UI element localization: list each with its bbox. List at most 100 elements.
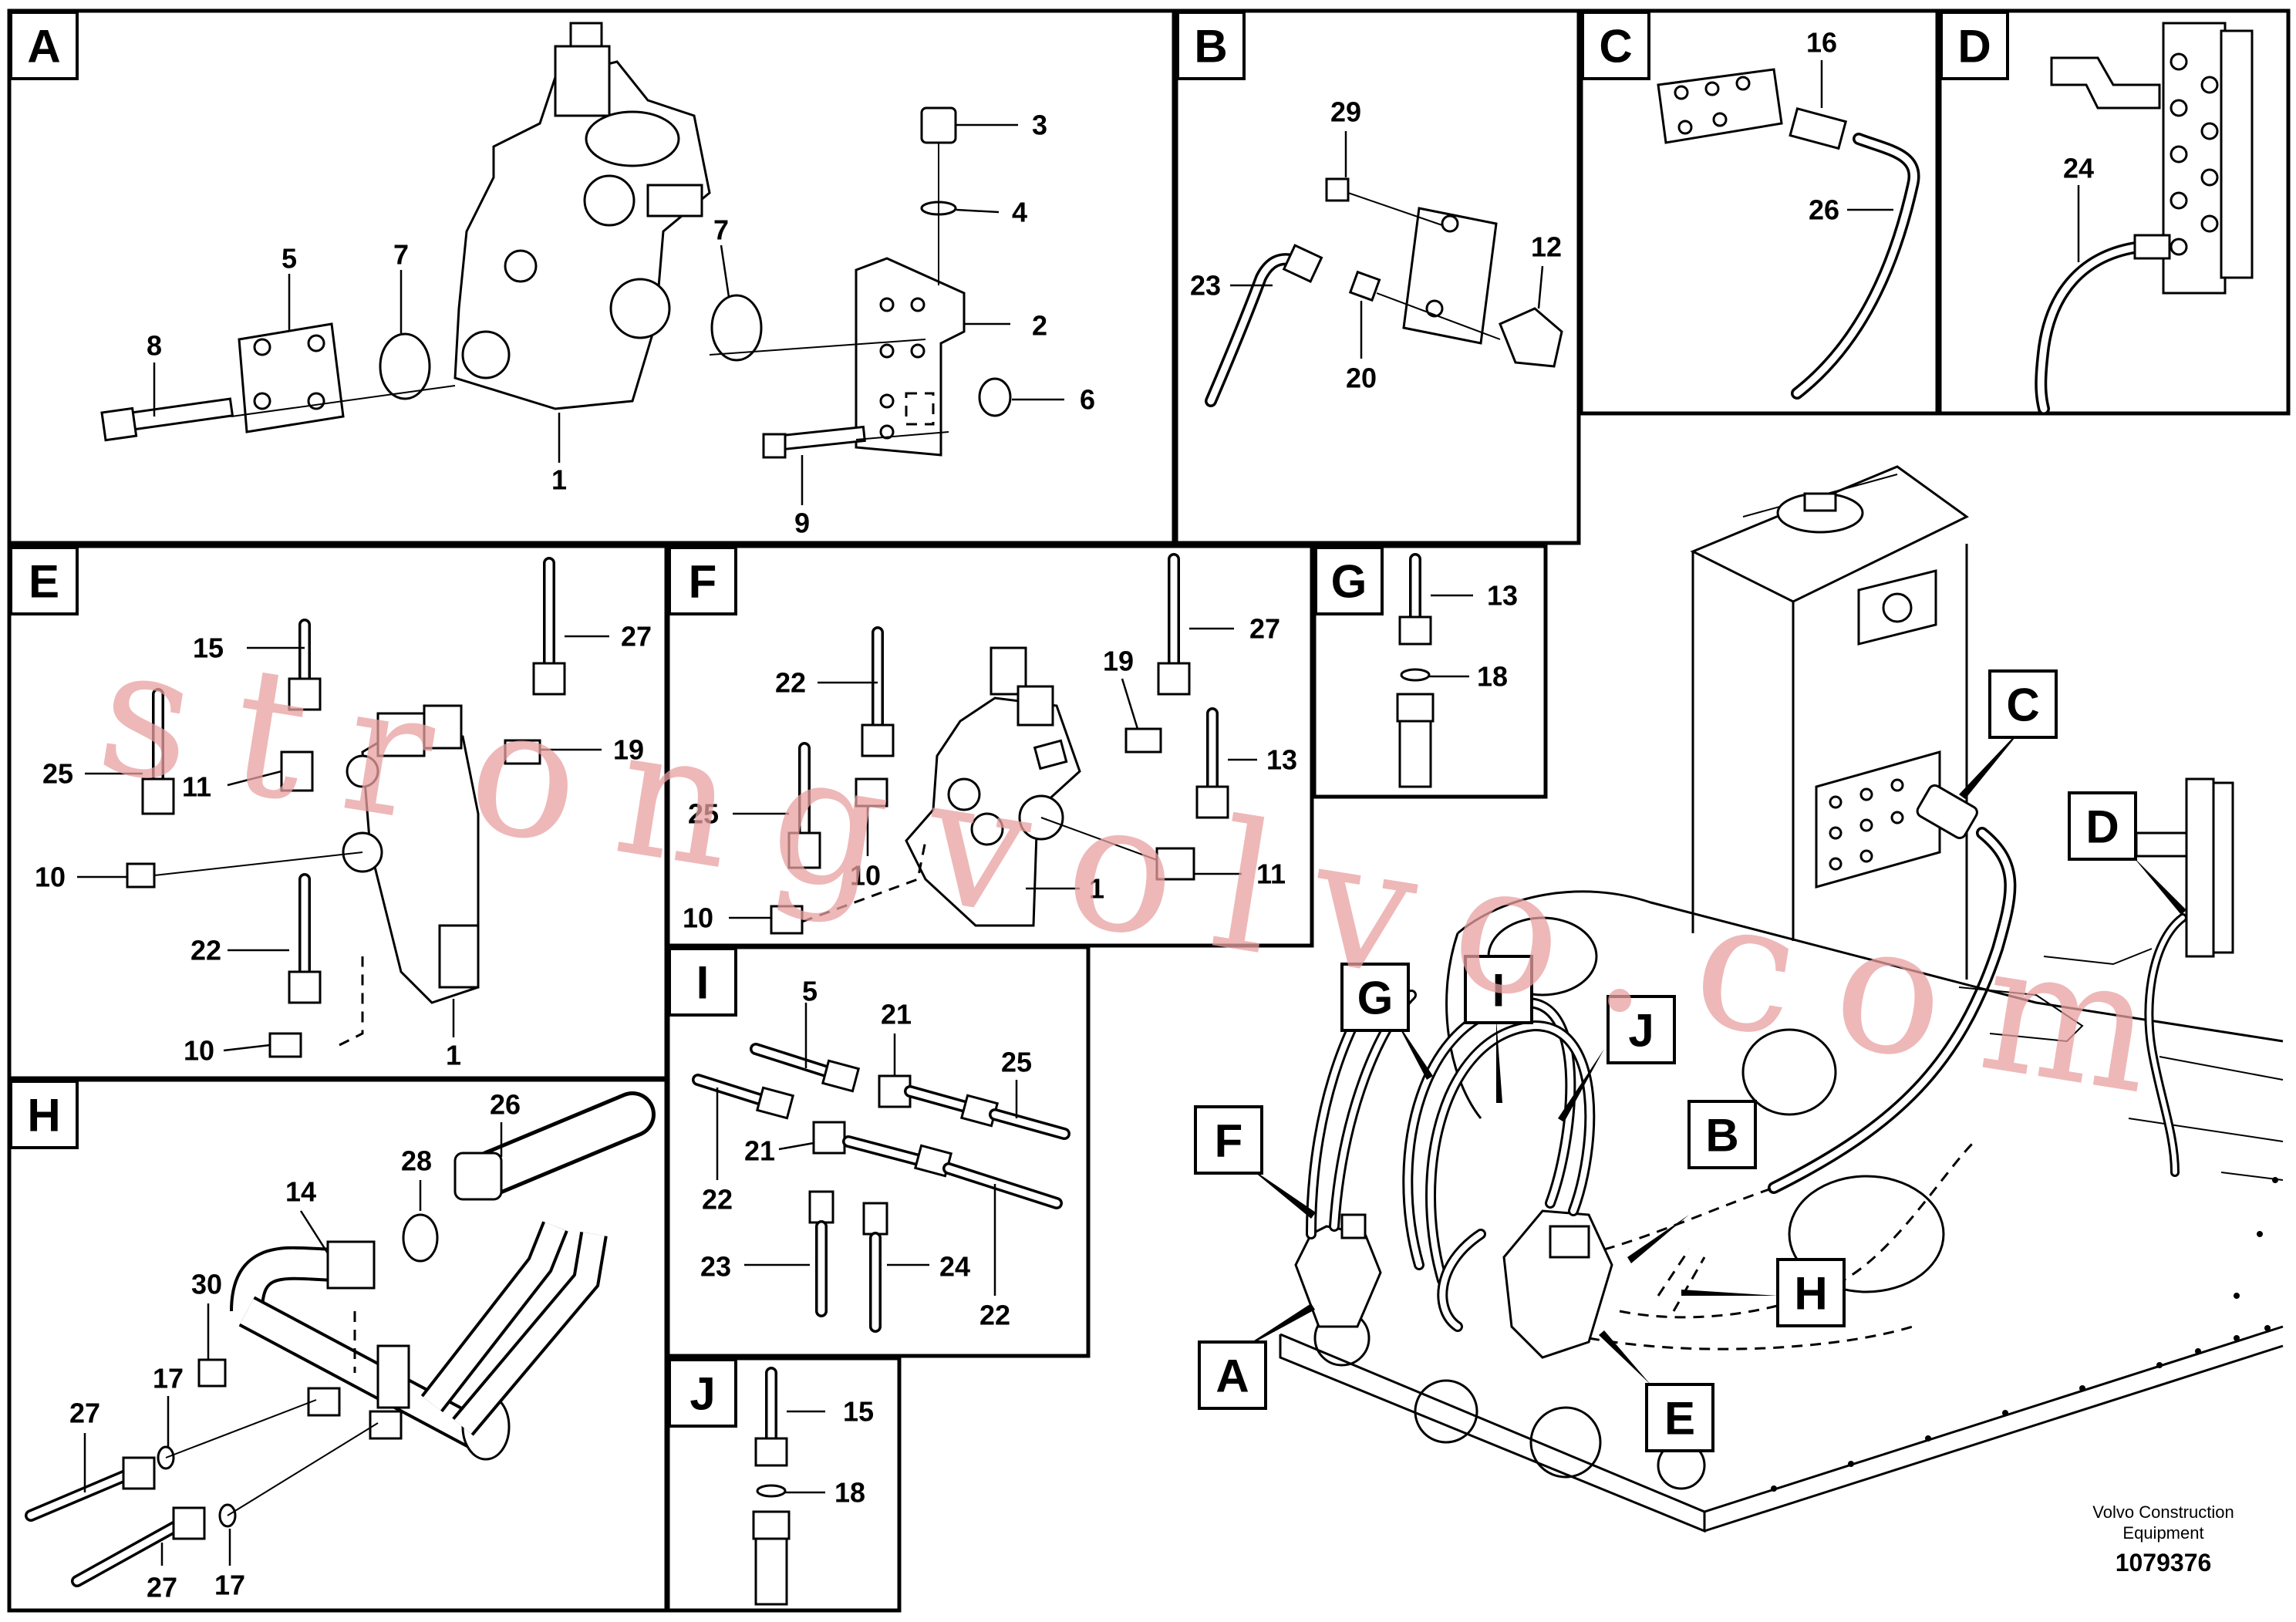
leader-j [1558,1049,1604,1122]
svg-text:I: I [696,957,710,1009]
svg-text:H: H [1794,1268,1827,1320]
callout-i-22-left: 22 [702,1184,733,1216]
valve-bolt-head [504,249,538,283]
fitting-13-g [1398,615,1432,646]
fitting-22-f [861,723,895,757]
callout-j-15: 15 [843,1396,874,1428]
o-ring-6 [978,377,1012,417]
elbow-10-upper [126,862,156,889]
callout-f-13: 13 [1266,744,1297,776]
svg-text:F: F [1215,1115,1243,1167]
callout-a-9: 9 [794,508,810,539]
panel-tag-d: D [1940,11,2009,80]
leader-e [1599,1330,1650,1384]
callout-d-24: 24 [2063,153,2094,184]
callout-b-20: 20 [1346,363,1377,394]
mounting-plate [1815,750,1941,889]
valve-port-right [609,278,671,339]
company-name-line2: Equipment [2122,1523,2203,1543]
frame-rivets [1771,1177,2278,1492]
overview-tag-a: A [1198,1340,1267,1410]
callout-b-23: 23 [1190,270,1221,302]
o-ring-7-right [710,294,763,362]
valve-port-upper [583,174,636,227]
callout-j-18: 18 [834,1477,865,1509]
cover-plate-5 [238,322,345,433]
o-ring-18-j [756,1484,787,1498]
callout-g-13: 13 [1487,580,1518,612]
fitting-27-h-b [172,1506,206,1540]
plug-3 [920,106,957,144]
tee-21-lower [812,1121,846,1155]
bracket-d [2050,56,2161,110]
leader-g [1394,1018,1433,1080]
overview-tag-c: C [1988,669,2058,739]
svg-text:A: A [27,21,60,73]
svg-text:J: J [1628,1005,1654,1057]
callout-i-23: 23 [700,1251,731,1283]
svg-text:D: D [1957,21,1991,73]
elbow-19 [504,739,541,765]
panel-b-drawing: 29 12 23 20 [1190,96,1563,407]
panel-j-drawing: 15 18 [752,1367,874,1606]
fitting-24-i [862,1202,888,1236]
overview-tag-h: H [1776,1258,1846,1327]
panel-h-drawing: 28 26 14 30 17 27 27 17 [25,1089,656,1603]
callout-h-27-a: 27 [69,1398,100,1429]
callout-a-5: 5 [282,243,297,275]
callout-f-19: 19 [1103,646,1134,677]
callout-h-27-b: 27 [147,1572,177,1603]
callout-e-27: 27 [621,621,652,653]
callout-f-10-lower: 10 [683,902,713,934]
valve-top-cap [554,45,611,117]
elbow-19-f [1124,727,1162,754]
callout-h-30: 30 [191,1269,222,1300]
panel-c-drawing: 16 26 [1657,27,1920,400]
panel-tag-c: C [1581,11,1650,80]
svg-text:H: H [27,1090,60,1141]
panel-tag-j: J [668,1358,737,1428]
callout-b-12: 12 [1531,231,1562,263]
o-ring-28 [402,1213,439,1263]
union-12 [1499,307,1563,368]
leader-i [1496,1018,1502,1103]
panel-tag-h: H [9,1080,79,1149]
callout-a-2: 2 [1032,310,1047,342]
nut-20 [1348,270,1381,302]
overview-tag-e: E [1645,1383,1714,1452]
panel-b-frame [1174,8,1581,545]
panel-tag-b: B [1176,11,1246,80]
fitting-13-f [1195,785,1229,819]
fitting-25-f [787,831,821,869]
leader-h [1681,1290,1778,1296]
callout-a-3: 3 [1032,110,1047,141]
callout-f-1: 1 [1089,873,1104,905]
elbow-10-lower [268,1032,302,1058]
fitting-23 [1282,244,1323,284]
panel-tag-a: A [9,11,79,80]
callout-f-22: 22 [775,667,806,699]
callout-e-10-upper: 10 [35,862,66,893]
panel-i-drawing: 5 21 25 21 22 23 24 22 [692,976,1070,1333]
callout-a-4: 4 [1012,197,1027,228]
overview-fitting-c [1916,784,1978,839]
valve-e-cap [376,712,426,757]
callout-a-7-left: 7 [393,239,409,271]
callout-h-17-b: 17 [214,1570,245,1601]
panel-f-drawing: 22 19 27 13 25 10 11 1 10 [683,553,1297,935]
callout-g-18: 18 [1477,661,1508,693]
callout-f-11: 11 [1256,858,1286,890]
adapter-g [1396,693,1435,723]
bolt-30 [197,1358,227,1388]
fitting-27-h-a [122,1456,156,1490]
fitting-23-i [808,1190,834,1224]
callout-h-28: 28 [401,1145,432,1177]
leader-b [1627,1215,1689,1263]
callout-a-1: 1 [551,464,567,496]
svg-text:G: G [1357,973,1394,1024]
callout-i-5: 5 [802,976,818,1007]
callout-e-19: 19 [613,734,644,766]
fitting-24 [2133,234,2171,260]
machine-overview: C D G I J F B H A E [1194,465,2284,1533]
